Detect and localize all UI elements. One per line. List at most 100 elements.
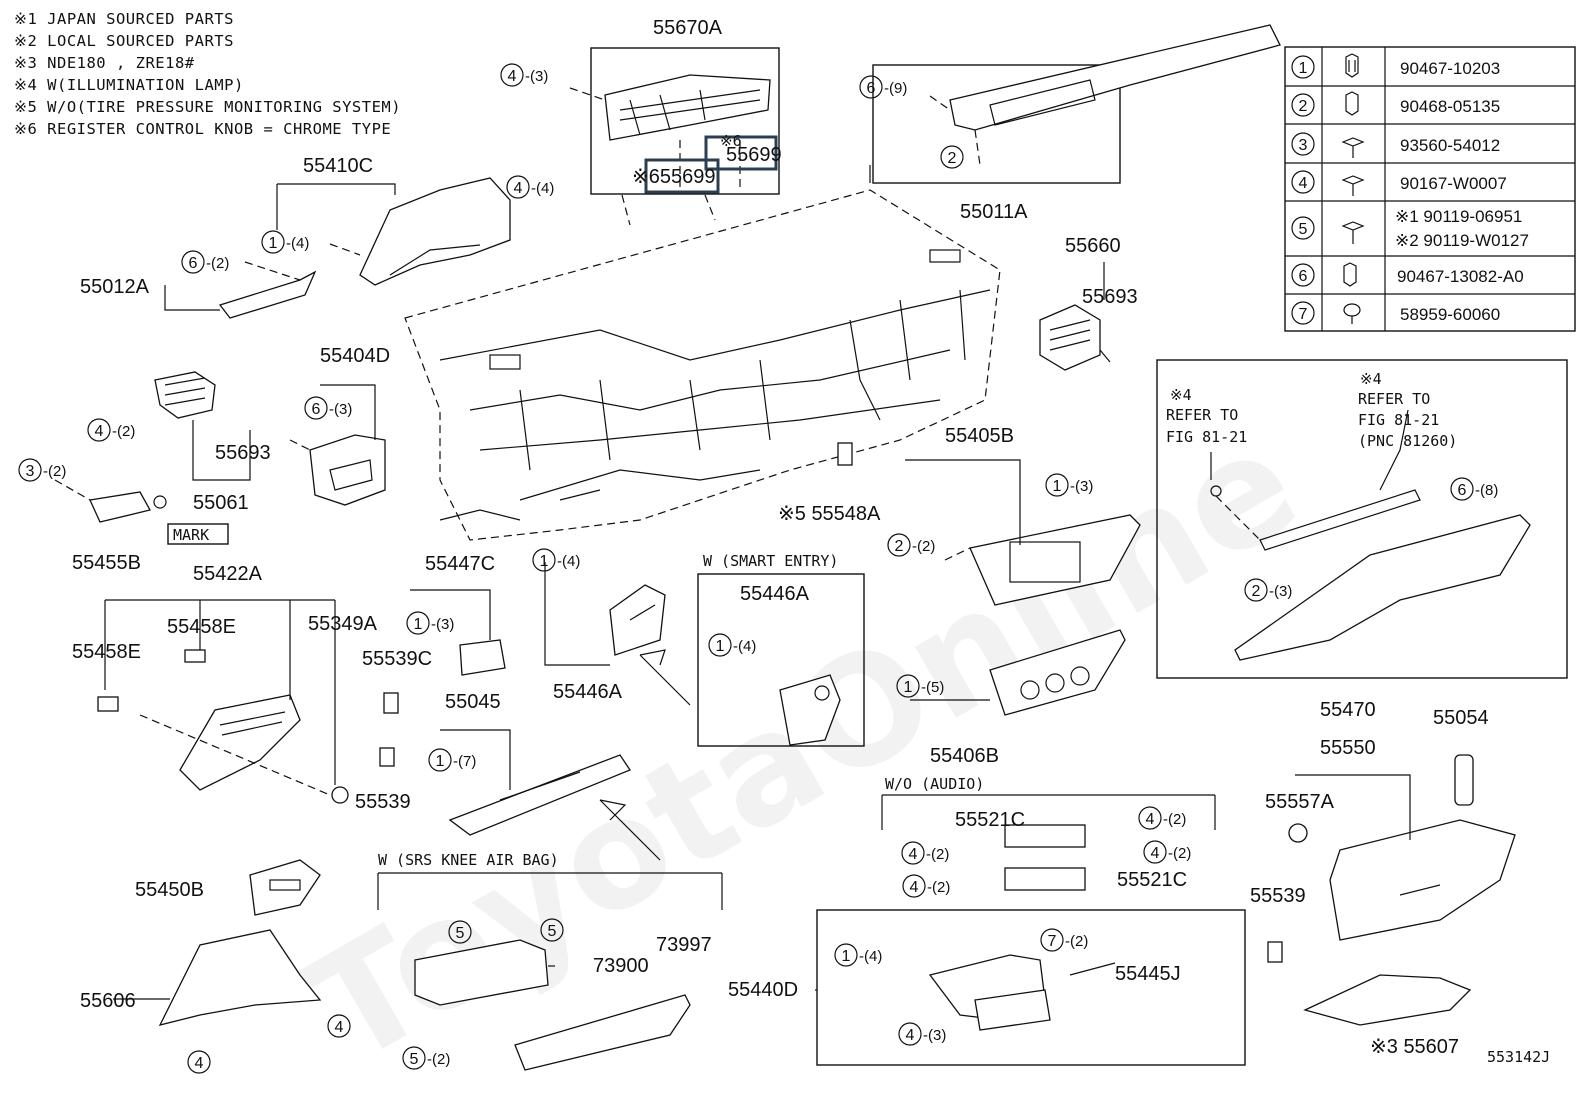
smart-entry-group — [697, 573, 865, 747]
callout-c25: 4-(3) — [898, 1022, 946, 1046]
callout-circle — [532, 548, 556, 572]
callout-quantity: -(2) — [912, 538, 935, 555]
center-register-group — [569, 47, 780, 226]
callout-c30: 4 — [187, 1050, 211, 1074]
callout-quantity: -(4) — [859, 948, 882, 965]
label-55550: 55550 — [1320, 737, 1376, 759]
callout-number: 5 — [410, 1051, 419, 1068]
callout-number: 1 — [414, 616, 423, 633]
label-55446A-b: 55446A — [740, 583, 810, 605]
callout-number: 1 — [842, 948, 851, 965]
callout-circle — [887, 533, 911, 557]
callout-number: 5 — [548, 923, 557, 940]
callout-circle — [540, 918, 564, 942]
callout-circle — [902, 874, 926, 898]
label-55061: 55061 — [193, 492, 249, 514]
label-55406B: 55406B — [930, 745, 999, 767]
callout-number: 1 — [540, 553, 549, 570]
callout-circle — [708, 633, 732, 657]
callout-quantity: -(2) — [206, 255, 229, 272]
callout-number: 4 — [508, 68, 517, 85]
glove-box-door-55470 — [1156, 359, 1568, 679]
callout-circle — [428, 748, 452, 772]
label-55054: 55054 — [1433, 707, 1489, 729]
label-55660: 55660 — [1065, 235, 1121, 257]
ref1-line1: ※4 — [1170, 386, 1192, 404]
label-55539C: 55539C — [362, 648, 432, 670]
callout-quantity: -(7) — [453, 753, 476, 770]
arrow-icons — [599, 649, 691, 861]
table-ref-2: 2 — [1299, 98, 1308, 115]
upper-panel-group — [872, 24, 1281, 184]
callout-c10: 1-(3) — [406, 611, 454, 635]
label-55404D: 55404D — [320, 345, 390, 367]
callout-quantity: -(2) — [927, 879, 950, 896]
label-55539-b: 55539 — [1250, 885, 1306, 907]
callout-quantity: -(4) — [733, 638, 756, 655]
callout-number: 4 — [906, 1027, 915, 1044]
ref1-line2: REFER TO — [1166, 406, 1238, 424]
callout-number: 4 — [1146, 811, 1155, 828]
meter-hood — [329, 177, 511, 286]
callout-c23: 1 -(4) — [834, 943, 882, 967]
callout-c4: 2 — [940, 145, 964, 169]
callout-quantity: -(8) — [1475, 482, 1498, 499]
callout-circle — [859, 75, 883, 99]
table-part-1: 90467-10203 — [1400, 59, 1500, 78]
callout-circle — [181, 250, 205, 274]
callout-c13: 1-(4) — [708, 633, 756, 657]
center-panel-55405B — [944, 514, 1141, 606]
callout-quantity: -(4) — [531, 180, 554, 197]
callout-c1: 4-(3) — [500, 63, 548, 87]
table-ref-7: 7 — [1299, 306, 1308, 323]
table-ref-1: 1 — [1299, 60, 1308, 77]
callout-c16: 1-(5) — [896, 674, 944, 698]
label-55699-mark: ※6 — [720, 132, 742, 150]
label-55607: ※3 55607 — [1370, 1036, 1459, 1058]
heater-panel-55406B — [989, 629, 1126, 716]
glove-box-55550 — [1267, 754, 1516, 963]
fastener-table: 1 90467-10203 2 90468-05135 3 93560-5401… — [1284, 46, 1576, 332]
table-ref-6: 6 — [1299, 268, 1308, 285]
callout-circle — [1244, 578, 1268, 602]
note-5: ※5 W/O(TIRE PRESSURE MONITORING SYSTEM) — [14, 98, 401, 116]
callout-circle — [940, 145, 964, 169]
callout-number: 1 — [436, 753, 445, 770]
label-55699-b: ※655699 — [632, 166, 716, 188]
callout-c17: 6-(8) — [1450, 477, 1498, 501]
callout-quantity: -(2) — [926, 846, 949, 863]
callout-quantity: -(4) — [557, 553, 580, 570]
callout-c24: 7-(2) — [1040, 928, 1088, 952]
side-trim-55012A — [218, 261, 317, 319]
table-part-7: 58959-60060 — [1400, 305, 1500, 324]
callout-number: 3 — [26, 463, 35, 480]
callout-number: 1 — [904, 679, 913, 696]
callout-c12: 1 -(4) — [532, 548, 580, 572]
label-55699-a: 55699 — [726, 144, 782, 166]
callout-circle — [402, 1046, 426, 1070]
callout-circle — [500, 63, 524, 87]
label-55410C: 55410C — [303, 155, 373, 177]
callout-group: 4-(3)4-(4)6-(9)21-(4)6-(2)6-(3)4-(2)3-(2… — [18, 63, 1498, 1074]
under-cover-55606 — [158, 929, 322, 1026]
label-55548A: ※5 55548A — [778, 503, 881, 525]
callout-quantity: -(3) — [1070, 478, 1093, 495]
callout-c9: 3-(2) — [18, 458, 66, 482]
label-55539-a: 55539 — [355, 791, 411, 813]
callout-number: 1 — [269, 235, 278, 252]
callout-c21: 4-(2) — [1143, 840, 1191, 864]
callout-quantity: -(9) — [884, 80, 907, 97]
callout-circle — [187, 1050, 211, 1074]
callout-number: 4 — [95, 423, 104, 440]
ref1-line3: FIG 81-21 — [1166, 428, 1247, 446]
label-55521C-a: 55521C — [955, 809, 1025, 831]
note-1: ※1 JAPAN SOURCED PARTS — [14, 10, 234, 28]
callout-circle — [18, 458, 42, 482]
switch-bezel-55404D — [289, 434, 386, 506]
callout-c18: 2-(3) — [1244, 578, 1292, 602]
label-55670A: 55670A — [653, 17, 723, 39]
side-register-55660 — [1039, 304, 1111, 371]
callout-quantity: -(2) — [1163, 811, 1186, 828]
callout-circle — [261, 230, 285, 254]
callout-number: 6 — [867, 80, 876, 97]
